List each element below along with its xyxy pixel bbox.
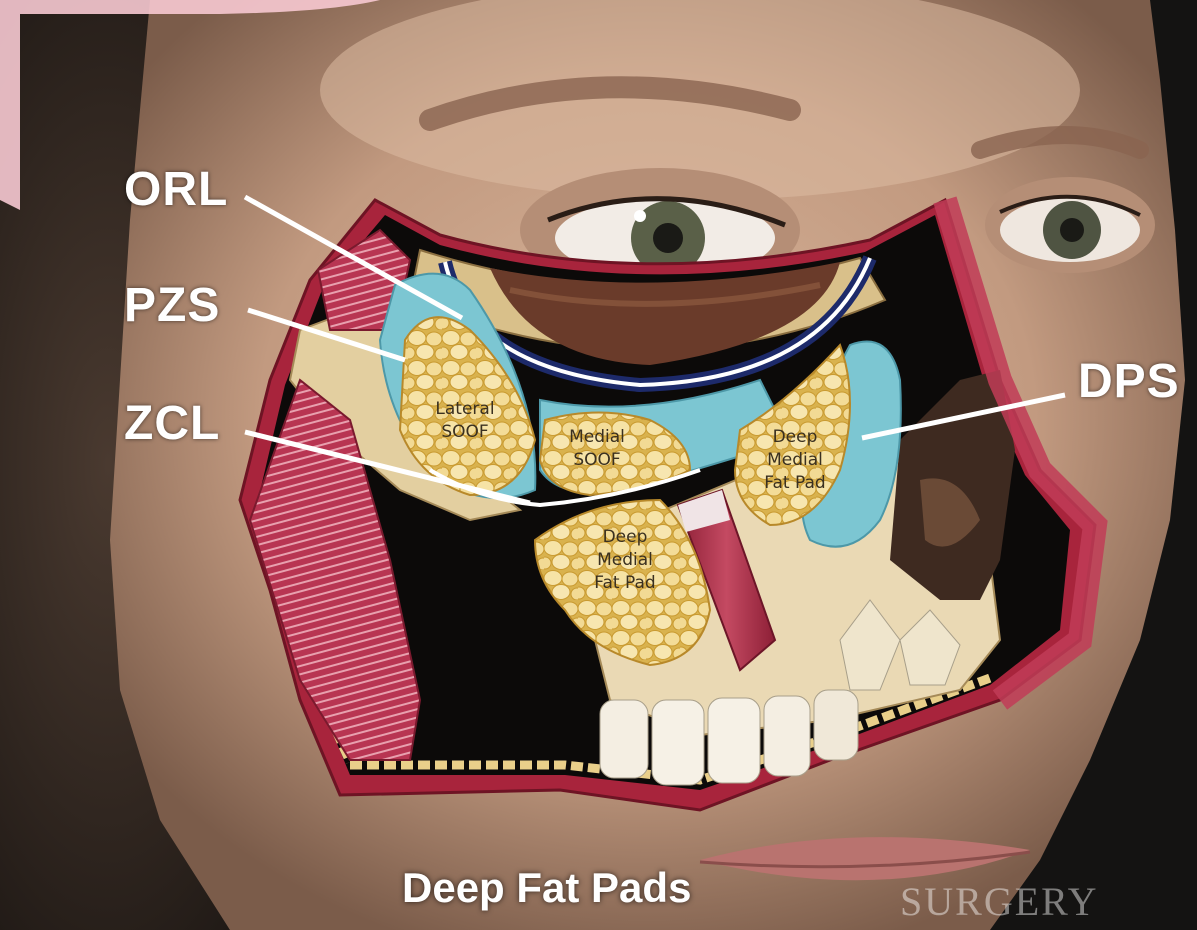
fat-label-line: Medial — [557, 426, 637, 449]
fat-label-line: SOOF — [557, 449, 637, 472]
left-pupil — [653, 223, 683, 253]
watermark: SURGERY — [900, 878, 1099, 925]
fat-label-deep-medial-upper: Deep Medial Fat Pad — [752, 426, 838, 495]
label-orl: ORL — [124, 162, 228, 217]
fat-label-line: Medial — [752, 449, 838, 472]
right-pupil — [1060, 218, 1084, 242]
fat-label-medial-soof: Medial SOOF — [557, 426, 637, 472]
fat-label-lateral-soof: Lateral SOOF — [425, 398, 505, 444]
fat-label-line: Deep — [752, 426, 838, 449]
fat-label-line: Medial — [580, 549, 670, 572]
fat-label-deep-medial-lower: Deep Medial Fat Pad — [580, 526, 670, 595]
left-eye-reflection — [634, 210, 646, 222]
fat-label-line: Fat Pad — [752, 472, 838, 495]
fat-label-line: Fat Pad — [580, 572, 670, 595]
fat-label-line: Lateral — [425, 398, 505, 421]
figure-caption: Deep Fat Pads — [402, 864, 691, 912]
label-zcl: ZCL — [124, 396, 220, 451]
label-dps: DPS — [1078, 354, 1180, 409]
fat-label-line: SOOF — [425, 421, 505, 444]
label-pzs: PZS — [124, 278, 220, 333]
fat-label-line: Deep — [580, 526, 670, 549]
